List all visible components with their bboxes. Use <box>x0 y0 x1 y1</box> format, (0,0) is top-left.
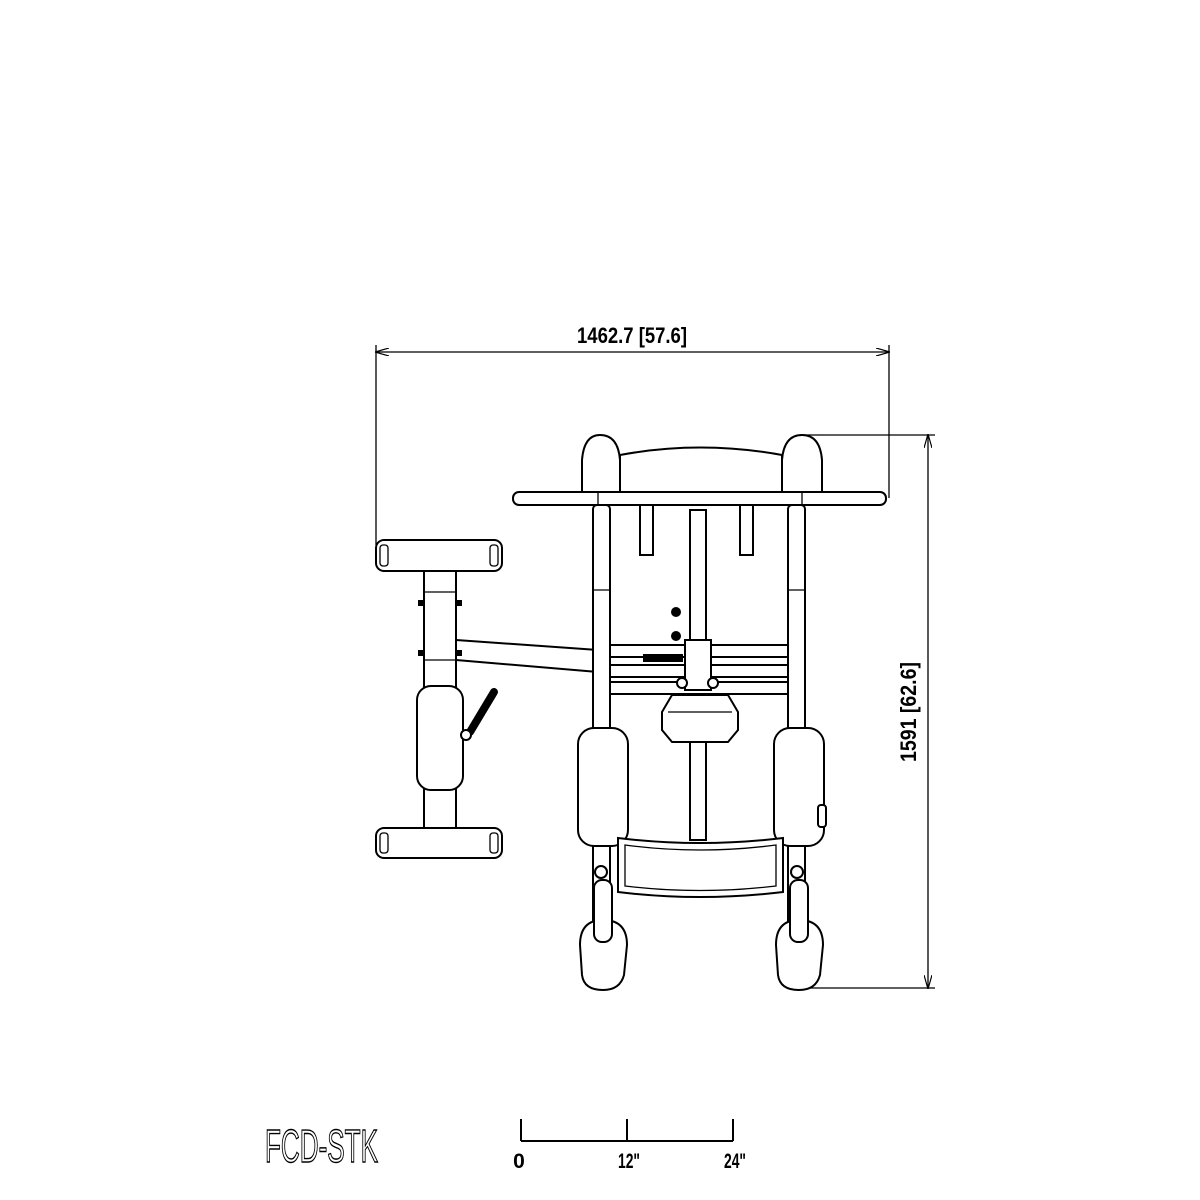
foot-roller-right <box>774 918 825 992</box>
side-roller-left <box>581 433 621 506</box>
scale-label-0: 0 <box>513 1150 525 1173</box>
main-machine <box>512 433 887 992</box>
side-station <box>375 539 599 859</box>
scale-label-24: 24" <box>724 1150 746 1173</box>
roller-pad-top <box>375 539 503 572</box>
leg-pad-left <box>577 727 629 847</box>
side-roller-right <box>781 433 823 506</box>
foot-roller-left <box>578 918 629 992</box>
roller-pad-bottom <box>375 827 503 859</box>
scale-bar: 0 12" 24" <box>513 1119 746 1173</box>
station-seat <box>416 685 464 791</box>
width-label: 1462.7 [57.6] <box>577 323 687 348</box>
hook-left <box>639 504 654 556</box>
top-handle-bar <box>512 491 887 506</box>
carriage <box>684 639 712 691</box>
model-title: FCD-STK <box>265 1120 378 1172</box>
hook-right <box>739 504 754 556</box>
width-dimension: 1462.7 [57.6] <box>376 323 889 545</box>
adjust-handle <box>466 688 498 736</box>
selector-pin <box>643 654 683 662</box>
seat-pad <box>661 694 739 743</box>
scale-label-12: 12" <box>618 1150 640 1173</box>
leg-pad-right <box>773 727 825 847</box>
depth-label: 1591 [62.6] <box>896 662 921 762</box>
depth-dimension: 1591 [62.6] <box>800 435 935 988</box>
lower-back-pad <box>617 836 784 898</box>
